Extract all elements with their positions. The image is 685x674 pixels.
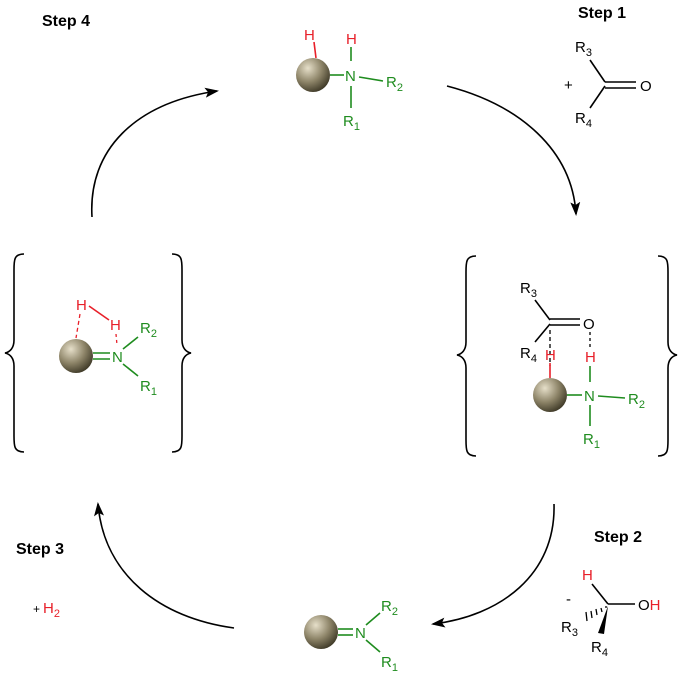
cycle-arrow-bottom-right [431,503,555,628]
cycle-arrow-bottom-left [94,502,235,629]
step-4-label: Step 4 [42,13,90,30]
r1-group: R1 [381,654,398,674]
r3-group: R3 [520,280,537,300]
r3-group: R3 [575,39,592,59]
cycle-arrow-top-right [446,85,581,216]
step-3-label: Step 3 [16,541,64,558]
hydrogen-atom: H [304,27,315,44]
curly-bracket-icon [171,253,192,453]
amine-hydrogen: H [110,317,121,334]
r1-group: R1 [583,431,600,451]
nitrogen-atom: N [345,68,356,85]
hydrogen-atom: H [76,297,87,314]
r4-group: R4 [575,110,592,130]
solid-wedge-bond [598,606,608,634]
hydrogen-release: + H2 [33,600,60,620]
r2-group: R2 [381,598,398,618]
r3-group: R3 [561,619,578,639]
left-bracket-complex: H H N R2 R1 [4,253,192,453]
nitrogen-atom: N [112,349,123,366]
h2-molecule: H2 [43,600,60,620]
r1-group: R1 [140,378,157,398]
amine-hydrogen: H [346,31,357,48]
minus-sign: - [566,591,571,608]
r4-group: R4 [591,639,608,659]
plus-sign: + [33,602,40,616]
step-2-label: Step 2 [594,529,642,546]
right-bracket-complex: R3 R4 O H H N R2 R1 [456,255,678,457]
curly-bracket-icon [456,255,477,457]
hydroxyl-group: OH [638,597,661,614]
metal-sphere-icon [59,339,93,373]
alkoxide-product: H OH - R3 R4 [561,567,661,659]
amine-hydrogen: H [585,349,596,366]
curly-bracket-icon [4,253,25,453]
hydrogen-atom: H [545,347,556,364]
hydrogen-atom: H [582,567,593,584]
bottom-catalyst-imido: N R2 R1 [304,598,398,674]
metal-sphere-icon [304,615,338,649]
ketone-reagent: + R3 R4 O [564,39,652,130]
nitrogen-atom: N [355,625,366,642]
r2-group: R2 [140,320,157,340]
metal-sphere-icon [296,58,330,92]
r4-group: R4 [520,345,537,365]
oxygen-atom: O [640,78,652,95]
r2-group: R2 [628,391,645,411]
top-catalyst-complex: H N H R2 R1 [296,27,403,133]
r1-group: R1 [343,113,360,133]
plus-sign: + [564,77,573,94]
hashed-wedge-bond [585,606,607,622]
metal-sphere-icon [533,378,567,412]
r2-group: R2 [386,74,403,94]
curly-bracket-icon [657,255,678,457]
nitrogen-atom: N [584,388,595,405]
step-1-label: Step 1 [578,5,626,22]
oxygen-atom: O [583,316,595,333]
cycle-arrow-top-left [91,87,219,218]
